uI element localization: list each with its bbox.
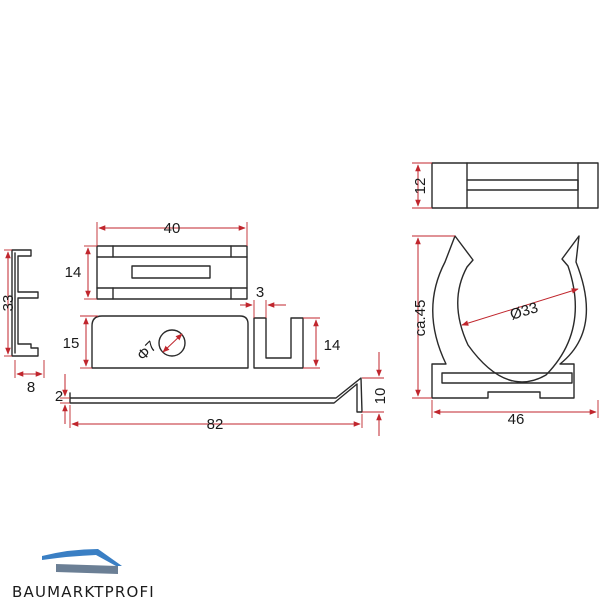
label-8: 8 — [27, 379, 35, 396]
dim-14-u: 14 — [303, 317, 341, 369]
brand-name: BAUMARKTPROFI — [12, 583, 155, 600]
dim-33: 33 — [0, 249, 17, 357]
wire-spring-outline — [69, 377, 363, 413]
dim-14-top: 14 — [65, 245, 97, 300]
pipe-ring-outline — [431, 235, 588, 399]
pipe-ring-clip — [431, 235, 588, 399]
ring-top-outline — [431, 162, 599, 209]
dim-d33: Ø33 — [461, 288, 579, 326]
label-d33: Ø33 — [508, 299, 540, 324]
label-3: 3 — [256, 284, 264, 301]
dim-40: 40 — [96, 220, 248, 246]
label-ca45: ca.45 — [412, 300, 429, 337]
label-14-top: 14 — [65, 264, 82, 281]
dim-3: 3 — [240, 284, 286, 318]
wire-spring — [69, 377, 363, 413]
label-46: 46 — [508, 411, 525, 428]
label-10: 10 — [372, 388, 389, 405]
dim-15: 15 — [63, 315, 98, 369]
top-view-outline — [96, 245, 248, 300]
ring-top-view — [431, 162, 599, 209]
pipe-ring-slot — [441, 372, 573, 384]
side-profile-clip — [11, 249, 39, 357]
label-14-u: 14 — [324, 337, 341, 354]
dim-phi7: Φ7 — [134, 333, 183, 364]
plate-outline — [91, 315, 249, 369]
u-channel-outline — [253, 317, 304, 369]
dim-12: 12 — [412, 162, 432, 209]
dim-82: 82 — [69, 405, 363, 433]
dim-10: 10 — [362, 352, 389, 436]
logo-roof-icon — [42, 549, 122, 566]
dim-46: 46 — [431, 400, 599, 428]
plate-hole — [158, 329, 186, 357]
label-82: 82 — [207, 416, 224, 433]
label-phi7: Φ7 — [134, 338, 160, 364]
label-40: 40 — [164, 220, 181, 237]
brand-logo: BAUMARKTPROFI — [12, 549, 155, 600]
label-33: 33 — [0, 295, 17, 312]
label-2: 2 — [55, 388, 63, 405]
mounting-plate — [91, 315, 249, 369]
label-12: 12 — [412, 178, 429, 195]
u-channel — [253, 317, 304, 369]
top-view-block — [96, 245, 248, 300]
dim-2: 2 — [55, 374, 70, 424]
dim-8: 8 — [14, 360, 45, 396]
label-15: 15 — [63, 335, 80, 352]
dim-ca45: ca.45 — [412, 235, 455, 399]
side-profile-outline — [11, 249, 39, 357]
top-view-slot — [131, 265, 211, 279]
